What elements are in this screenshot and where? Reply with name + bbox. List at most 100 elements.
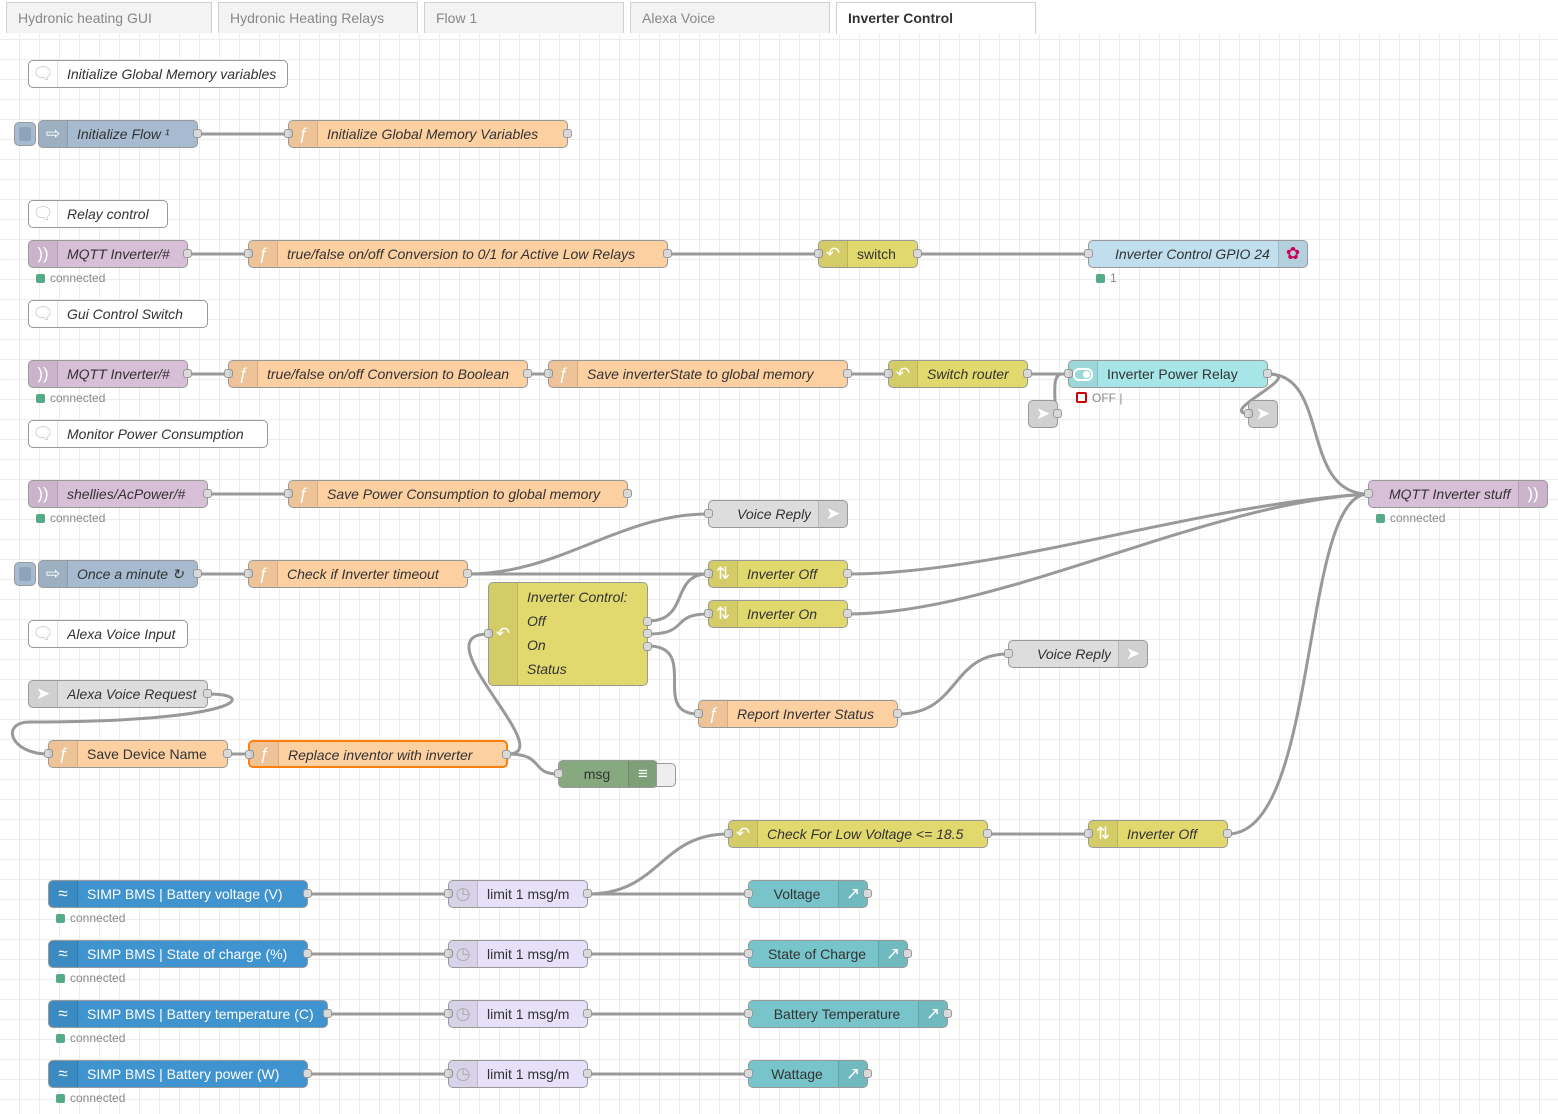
output-port[interactable] [583,889,592,898]
mqtt-in-2[interactable]: )) MQTT Inverter/# [28,360,192,388]
output-port[interactable] [843,609,852,618]
function-active-low[interactable]: ƒ true/false on/off Conversion to 0/1 fo… [244,240,672,268]
function-save-power[interactable]: ƒ Save Power Consumption to global memor… [284,480,632,508]
input-port[interactable] [444,889,453,898]
input-port[interactable] [1364,489,1373,498]
output-port[interactable] [903,949,912,958]
delay-limit-1[interactable]: ◷ limit 1 msg/m [444,880,592,908]
function-check-timeout[interactable]: ƒ Check if Inverter timeout [244,560,472,588]
link-out-node[interactable]: ➤ [1028,400,1062,428]
delay-limit-3[interactable]: ◷ limit 1 msg/m [444,1000,592,1028]
comment-gui[interactable]: 🗨 Gui Control Switch [28,300,208,328]
input-port[interactable] [884,369,893,378]
input-port[interactable] [224,369,233,378]
voice-reply-1[interactable]: Voice Reply ➤ [704,500,848,528]
input-port[interactable] [704,569,713,578]
tab-hydronic-heating-relays[interactable]: Hydronic Heating Relays [218,2,418,33]
input-port[interactable] [244,569,253,578]
output-port[interactable] [843,369,852,378]
tab-flow-1[interactable]: Flow 1 [424,2,624,33]
input-port[interactable] [244,249,253,258]
input-port[interactable] [1084,249,1093,258]
output-port[interactable] [303,889,312,898]
voice-reply-2[interactable]: Voice Reply ➤ [1004,640,1148,668]
output-port[interactable] [223,749,232,758]
output-port[interactable] [643,629,652,638]
output-port[interactable] [943,1009,952,1018]
output-port[interactable] [913,249,922,258]
output-port[interactable] [643,642,652,651]
input-port[interactable] [744,949,753,958]
output-port[interactable] [583,1069,592,1078]
output-port[interactable] [863,1069,872,1078]
mqtt-in-3[interactable]: )) shellies/AcPower/# [28,480,212,508]
ui-switch-inverter-relay[interactable]: Inverter Power Relay [1064,360,1272,388]
input-port[interactable] [554,769,563,778]
inject-button[interactable] [14,562,36,586]
output-port[interactable] [463,569,472,578]
output-port[interactable] [203,489,212,498]
input-port[interactable] [44,749,53,758]
mqtt-in-1[interactable]: )) MQTT Inverter/# [28,240,192,268]
input-port[interactable] [1244,409,1253,418]
comment-init[interactable]: 🗨 Initialize Global Memory variables [28,60,288,88]
input-port[interactable] [724,829,733,838]
output-port[interactable] [1053,409,1062,418]
input-port[interactable] [1064,369,1073,378]
delay-limit-4[interactable]: ◷ limit 1 msg/m [444,1060,592,1088]
function-save-device[interactable]: ƒ Save Device Name [44,740,232,768]
input-port[interactable] [694,709,703,718]
change-inverter-off-2[interactable]: ⇅ Inverter Off [1084,820,1232,848]
output-port[interactable] [643,617,652,626]
debug-msg[interactable]: msg ≡ [554,760,658,788]
chart-soc[interactable]: State of Charge ↗ [744,940,912,968]
input-port[interactable] [444,1009,453,1018]
debug-toggle-button[interactable] [656,763,676,787]
input-port[interactable] [744,889,753,898]
function-save-state[interactable]: ƒ Save inverterState to global memory [544,360,852,388]
function-replace-inventor[interactable]: ƒ Replace inventor with inverter [245,740,511,768]
change-inverter-off[interactable]: ⇅ Inverter Off [704,560,852,588]
output-port[interactable] [863,889,872,898]
input-port[interactable] [1004,649,1013,658]
input-port[interactable] [814,249,823,258]
input-port[interactable] [245,750,254,759]
bms-temp[interactable]: ≈ SIMP BMS | Battery temperature (C) [48,1000,332,1028]
switch-node[interactable]: ↶ switch [814,240,922,268]
input-port[interactable] [704,509,713,518]
input-port[interactable] [544,369,553,378]
mqtt-out-node[interactable]: MQTT Inverter stuff )) [1364,480,1548,508]
output-port[interactable] [183,249,192,258]
comment-relay[interactable]: 🗨 Relay control [28,200,168,228]
output-port[interactable] [563,129,572,138]
output-port[interactable] [1023,369,1032,378]
output-port[interactable] [303,949,312,958]
bms-soc[interactable]: ≈ SIMP BMS | State of charge (%) [48,940,312,968]
inject-button[interactable] [14,122,36,146]
switch-router[interactable]: ↶ Switch router [884,360,1032,388]
link-in-node[interactable]: ➤ [1244,400,1278,428]
output-port[interactable] [583,949,592,958]
switch-inverter-control[interactable]: ↶ Inverter Control: Off On Status [484,582,652,686]
output-port[interactable] [623,489,632,498]
function-init[interactable]: ƒ Initialize Global Memory Variables [284,120,572,148]
output-port[interactable] [203,689,212,698]
output-port[interactable] [843,569,852,578]
input-port[interactable] [704,609,713,618]
input-port[interactable] [744,1069,753,1078]
tab-inverter-control[interactable]: Inverter Control [836,2,1036,35]
gpio-out-node[interactable]: Inverter Control GPIO 24 ✿ [1084,240,1308,268]
input-port[interactable] [444,1069,453,1078]
output-port[interactable] [1263,369,1272,378]
chart-wattage[interactable]: Wattage ↗ [744,1060,872,1088]
output-port[interactable] [193,569,202,578]
function-bool[interactable]: ƒ true/false on/off Conversion to Boolea… [224,360,532,388]
inject-once-a-minute[interactable]: ⇨ Once a minute ↻ [38,560,202,588]
output-port[interactable] [502,750,511,759]
output-port[interactable] [193,129,202,138]
input-port[interactable] [744,1009,753,1018]
chart-voltage[interactable]: Voltage ↗ [744,880,872,908]
output-port[interactable] [1223,829,1232,838]
bms-voltage[interactable]: ≈ SIMP BMS | Battery voltage (V) [48,880,312,908]
bms-power[interactable]: ≈ SIMP BMS | Battery power (W) [48,1060,312,1088]
